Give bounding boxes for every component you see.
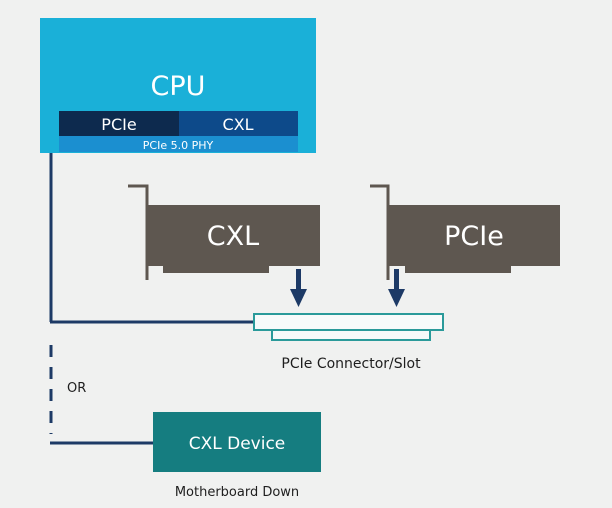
cpu-block: CPU PCIe CXL PCIe 5.0 PHY [40,18,316,153]
pcie-connector-slot: PCIe Connector/Slot [253,313,444,372]
motherboard-down-caption: Motherboard Down [175,485,299,500]
cpu-pcie-segment [59,111,179,136]
cxl-card-body [147,205,320,266]
cxl-device-block: CXL Device Motherboard Down [153,412,321,500]
pcie-card-bracket [370,184,390,280]
pcie-card: PCIe [370,184,560,280]
cpu-pcie-label: PCIe [101,115,136,134]
cxl-device-box [153,412,321,472]
cxl-card-bracket [128,184,149,280]
cxl-card-edge [163,264,269,273]
cpu-cxl-label: CXL [222,115,253,134]
cpu-cxl-segment [179,111,298,136]
cpu-phy-label: PCIe 5.0 PHY [143,139,214,152]
cpu-phy-bar [59,136,298,152]
slot-lower-rail [271,329,431,341]
cxl-insert-arrow-icon [290,269,307,307]
or-label: OR [67,381,86,396]
slot-upper-rail [253,313,444,331]
slot-label: PCIe Connector/Slot [281,356,421,372]
connection-lines [49,152,255,445]
cpu-title: CPU [151,71,206,102]
insertion-arrows [290,269,405,307]
pcie-insert-arrow-icon [388,269,405,307]
cxl-device-label: CXL Device [189,434,286,454]
cxl-card: CXL [128,184,320,280]
pcie-card-body [388,205,560,266]
cxl-card-label: CXL [207,221,259,252]
pcie-card-label: PCIe [444,221,504,252]
pcie-card-edge [405,264,511,273]
